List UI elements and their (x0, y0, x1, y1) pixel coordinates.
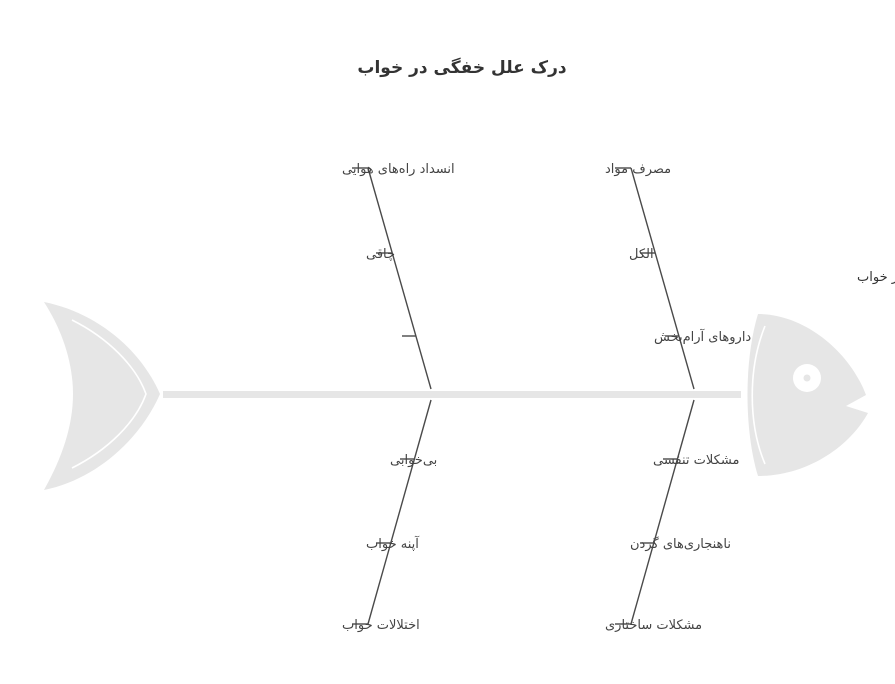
fish-tail (44, 302, 160, 490)
diagram-title: درک علل خفگی در خواب (357, 57, 566, 78)
bone-top-right (615, 167, 695, 390)
fish-head (747, 314, 868, 476)
cause-label-structural-problems: مشکلات ساختاری (605, 618, 702, 633)
effect-label: خفگی در خواب (857, 269, 895, 285)
cause-label-sleep-apnea: آپنه خواب (366, 535, 420, 552)
cause-label-substance-use: مصرف مواد (605, 162, 671, 177)
bone-bottom-right (615, 399, 695, 625)
cause-label-obesity: چاقی (366, 247, 395, 262)
cause-label-insomnia: بی‌خوابی (390, 453, 437, 468)
cause-label-respiratory-problems: مشکلات تنفسی (653, 453, 739, 468)
cause-label-alcohol: الکل (629, 247, 654, 262)
cause-label-sedatives: داروهای آرام‌بخش (654, 328, 751, 345)
cause-label-neck-abnormalities: ناهنجاری‌های گردن (630, 536, 731, 552)
fish-spine (163, 391, 741, 398)
cause-label-airway-obstruction: انسداد راه‌های هوایی (342, 162, 455, 177)
bone-top-left (352, 167, 432, 390)
cause-label-sleep-disorders: اختلالات خواب (342, 618, 420, 633)
bone-bottom-left (352, 399, 432, 625)
